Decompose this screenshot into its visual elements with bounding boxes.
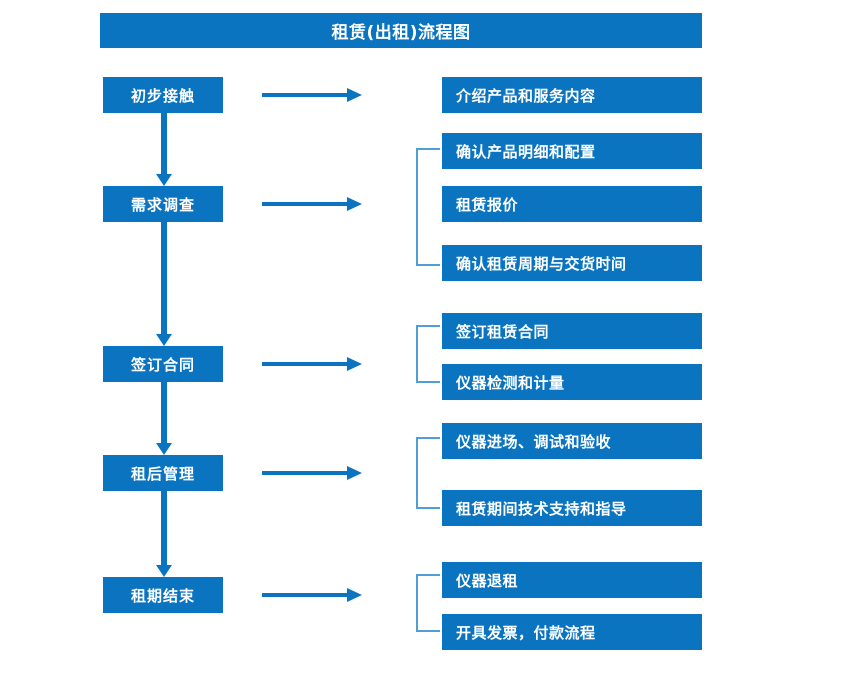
arrow-head-right-icon bbox=[347, 357, 362, 371]
arrow-head-right-icon bbox=[347, 466, 362, 480]
horizontal-arrow-4 bbox=[262, 466, 362, 480]
arrow-stem bbox=[161, 491, 167, 565]
arrow-stem bbox=[161, 382, 167, 443]
detail-box-3[interactable]: 租赁报价 bbox=[442, 186, 702, 222]
arrow-stem bbox=[262, 202, 348, 206]
arrow-head-right-icon bbox=[347, 88, 362, 102]
detail-box-9[interactable]: 仪器退租 bbox=[442, 562, 702, 598]
arrow-stem bbox=[262, 593, 348, 597]
vertical-arrow-3 bbox=[156, 382, 172, 455]
arrow-stem bbox=[262, 362, 348, 366]
group-bracket-1 bbox=[416, 148, 440, 266]
detail-box-10[interactable]: 开具发票，付款流程 bbox=[442, 614, 702, 650]
group-bracket-3 bbox=[416, 437, 440, 509]
arrow-head-down-icon bbox=[156, 443, 172, 455]
detail-box-2[interactable]: 确认产品明细和配置 bbox=[442, 133, 702, 169]
vertical-arrow-1 bbox=[156, 113, 172, 186]
horizontal-arrow-1 bbox=[262, 88, 362, 102]
group-bracket-2 bbox=[416, 325, 440, 383]
arrow-stem bbox=[262, 471, 348, 475]
horizontal-arrow-3 bbox=[262, 357, 362, 371]
stage-box-2[interactable]: 需求调查 bbox=[103, 186, 223, 222]
stage-box-4[interactable]: 租后管理 bbox=[103, 455, 223, 491]
arrow-stem bbox=[161, 222, 167, 334]
detail-box-5[interactable]: 签订租赁合同 bbox=[442, 313, 702, 349]
detail-box-8[interactable]: 租赁期间技术支持和指导 bbox=[442, 490, 702, 526]
arrow-head-down-icon bbox=[156, 174, 172, 186]
arrow-stem bbox=[262, 93, 348, 97]
arrow-head-down-icon bbox=[156, 334, 172, 346]
page-title: 租赁(出租)流程图 bbox=[100, 13, 702, 48]
stage-box-5[interactable]: 租期结束 bbox=[103, 577, 223, 613]
detail-box-6[interactable]: 仪器检测和计量 bbox=[442, 364, 702, 400]
group-bracket-4 bbox=[416, 574, 440, 632]
stage-box-1[interactable]: 初步接触 bbox=[103, 77, 223, 113]
vertical-arrow-4 bbox=[156, 491, 172, 577]
vertical-arrow-2 bbox=[156, 222, 172, 346]
horizontal-arrow-2 bbox=[262, 197, 362, 211]
arrow-head-right-icon bbox=[347, 197, 362, 211]
arrow-head-down-icon bbox=[156, 565, 172, 577]
horizontal-arrow-5 bbox=[262, 588, 362, 602]
arrow-head-right-icon bbox=[347, 588, 362, 602]
detail-box-1[interactable]: 介绍产品和服务内容 bbox=[442, 77, 702, 113]
stage-box-3[interactable]: 签订合同 bbox=[103, 346, 223, 382]
detail-box-4[interactable]: 确认租赁周期与交货时间 bbox=[442, 245, 702, 281]
detail-box-7[interactable]: 仪器进场、调试和验收 bbox=[442, 423, 702, 459]
arrow-stem bbox=[161, 113, 167, 174]
